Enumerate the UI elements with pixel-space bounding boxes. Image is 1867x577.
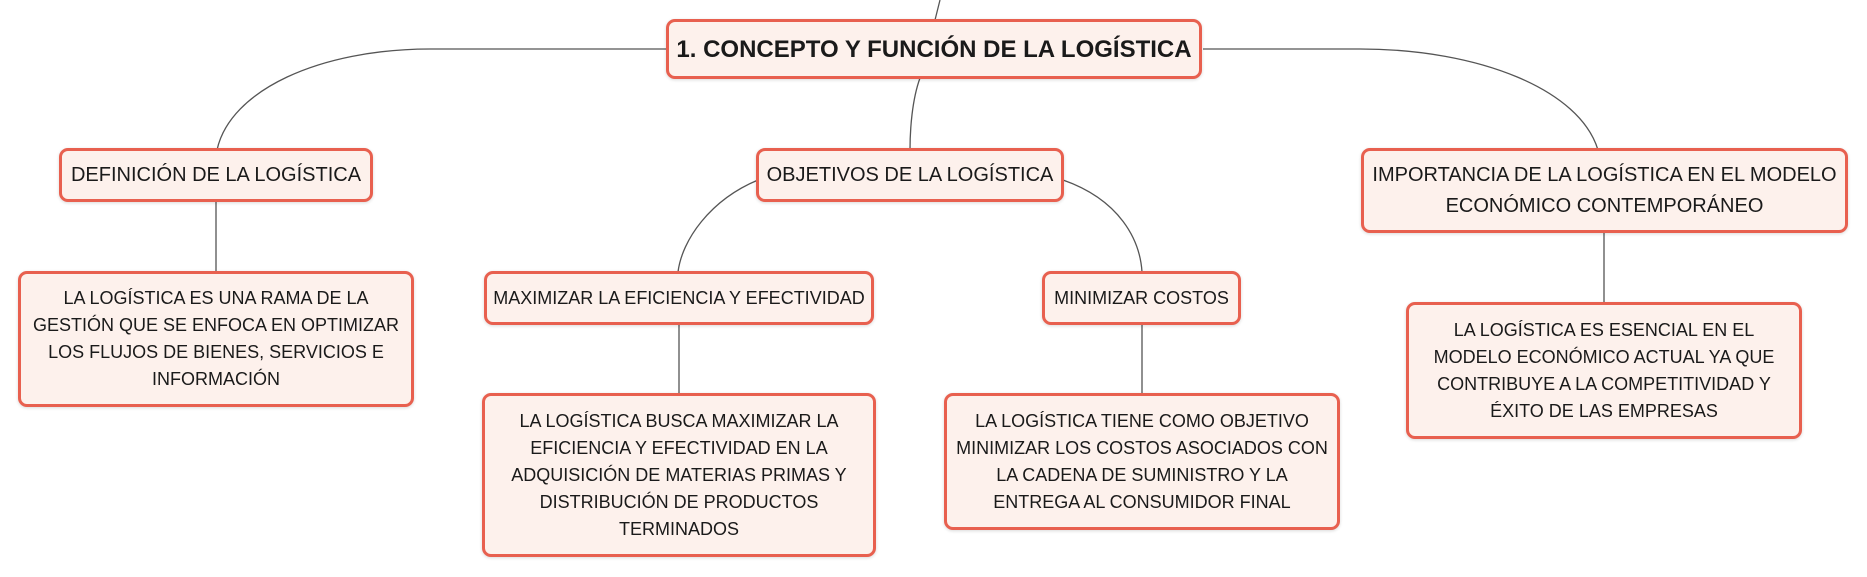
importancia-detail[interactable]: LA LOGÍSTICA ES ESENCIAL EN EL MODELO EC… xyxy=(1406,302,1802,439)
root-topic-label: 1. CONCEPTO Y FUNCIÓN DE LA LOGÍSTICA xyxy=(676,35,1192,63)
connector-root-importancia xyxy=(1203,48,1599,151)
objetivos-topic-label: OBJETIVOS DE LA LOGÍSTICA xyxy=(766,163,1054,186)
connector-objetivos-maximizar xyxy=(677,179,759,273)
maximizar-topic[interactable]: MAXIMIZAR LA EFICIENCIA Y EFECTIVIDAD xyxy=(484,271,874,325)
objetivos-topic[interactable]: OBJETIVOS DE LA LOGÍSTICA xyxy=(756,148,1064,202)
minimizar-topic[interactable]: MINIMIZAR COSTOS xyxy=(1042,271,1241,325)
root-topic[interactable]: 1. CONCEPTO Y FUNCIÓN DE LA LOGÍSTICA xyxy=(666,19,1202,79)
connector-objetivos-minimizar xyxy=(1062,179,1143,273)
minimizar-detail[interactable]: LA LOGÍSTICA TIENE COMO OBJETIVO MINIMIZ… xyxy=(944,393,1340,530)
maximizar-detail[interactable]: LA LOGÍSTICA BUSCA MAXIMIZAR LA EFICIENC… xyxy=(482,393,876,557)
definicion-topic-label: DEFINICIÓN DE LA LOGÍSTICA xyxy=(70,163,362,186)
importancia-topic-label: IMPORTANCIA DE LA LOGÍSTICA EN EL MODELO… xyxy=(1372,163,1837,217)
minimizar-topic-label: MINIMIZAR COSTOS xyxy=(1054,287,1229,308)
maximizar-topic-label: MAXIMIZAR LA EFICIENCIA Y EFECTIVIDAD xyxy=(493,287,865,308)
connector-root-parent xyxy=(934,0,941,21)
importancia-detail-text: LA LOGÍSTICA ES ESENCIAL EN EL MODELO EC… xyxy=(1433,319,1775,421)
importancia-topic[interactable]: IMPORTANCIA DE LA LOGÍSTICA EN EL MODELO… xyxy=(1361,148,1848,233)
maximizar-detail-text: LA LOGÍSTICA BUSCA MAXIMIZAR LA EFICIENC… xyxy=(511,410,847,539)
minimizar-detail-text: LA LOGÍSTICA TIENE COMO OBJETIVO MINIMIZ… xyxy=(956,410,1328,512)
definicion-topic[interactable]: DEFINICIÓN DE LA LOGÍSTICA xyxy=(59,148,373,202)
definicion-detail-text: LA LOGÍSTICA ES UNA RAMA DE LA GESTIÓN Q… xyxy=(32,288,400,389)
definicion-detail[interactable]: LA LOGÍSTICA ES UNA RAMA DE LA GESTIÓN Q… xyxy=(18,271,414,407)
connector-root-definicion xyxy=(216,48,668,151)
connector-root-objetivos xyxy=(909,77,921,151)
